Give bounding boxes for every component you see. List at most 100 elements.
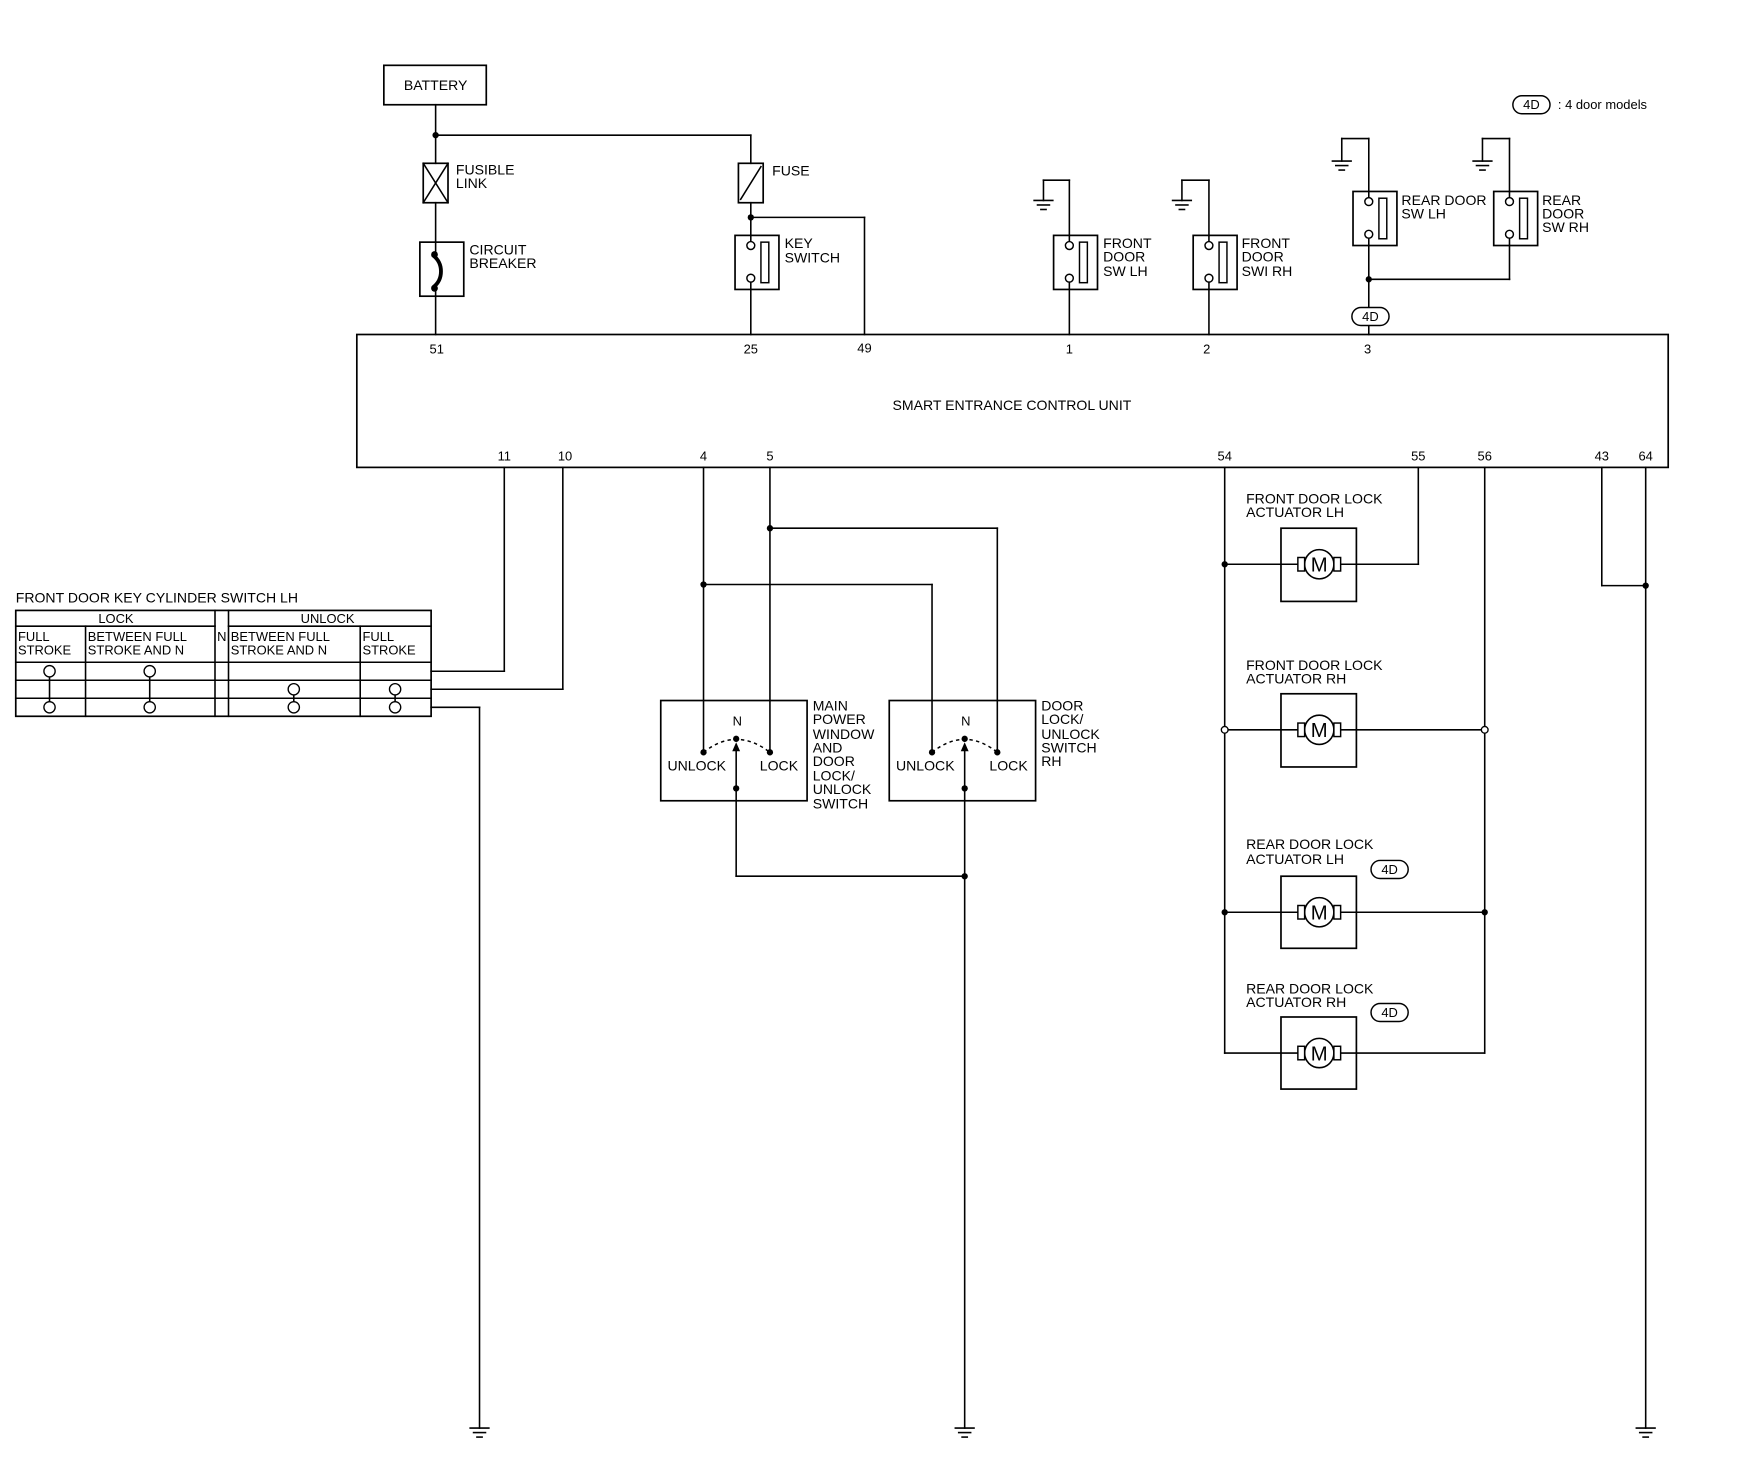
rh-switch-box [888,699,1037,802]
rh-switch-lock: LOCK [989,757,1028,773]
pin-label: 56 [1478,449,1492,464]
fusible-link-cross [422,162,450,204]
rear-door-sw-lh-label: REAR DOOR [1401,192,1486,208]
main-switch-arrow-icon [732,742,741,752]
rear-door-sw-rh-label: DOOR [1542,205,1584,221]
fusible-link-label: LINK [456,175,488,191]
switch-contact [994,749,1001,756]
junction-dot [1221,909,1228,916]
main-switch-lock: LOCK [760,757,799,773]
rear-door-sw-rh-label: SW RH [1542,219,1589,235]
rh-switch-label: UNLOCK [1041,726,1100,742]
contact-circle [287,700,301,714]
junction-open-dot [1480,725,1489,734]
pin-label: 55 [1411,449,1425,464]
ground-icon [953,1427,976,1438]
rear-rh-actuator-label: REAR DOOR LOCK [1246,980,1374,996]
main-switch-unlock: UNLOCK [667,757,726,773]
front-door-sw-rh-symbol [1192,234,1238,291]
circuit-breaker-terminal [431,251,438,258]
front-rh-actuator-label: ACTUATOR RH [1246,671,1346,687]
pin-label: 3 [1364,342,1371,357]
pin-label: 51 [430,342,444,357]
pin-label: 4 [700,449,707,464]
rear-rh-actuator-label: ACTUATOR RH [1246,994,1346,1010]
front-door-sw-rh-label: FRONT [1242,235,1291,251]
motor-label: M [1311,903,1328,925]
column-header: FULL [18,629,50,644]
front-door-sw-lh-label: SW LH [1103,263,1148,279]
circuit-breaker-label: BREAKER [469,255,536,271]
junction-dot [1481,909,1488,916]
rear-rh-4d-badge [1370,1002,1409,1023]
rear-rh-4d-badge-text: 4D [1381,1005,1398,1020]
column-header: STROKE [362,642,416,657]
column-header: STROKE AND N [231,642,327,657]
fusible-link-label: FUSIBLE [456,162,515,178]
ground-icon [1634,1427,1657,1438]
motor-label: M [1311,555,1328,577]
front-door-sw-rh-label: DOOR [1242,248,1284,264]
rh-switch-label: DOOR [1041,698,1083,714]
rh-switch-label: SWITCH [1041,739,1096,755]
circuit-breaker-element [431,253,443,290]
front-door-sw-lh-label: DOOR [1103,248,1145,264]
legend-4d-badge-text: 4D [1523,97,1540,112]
pin-label: 11 [498,449,511,464]
switch-contact [961,735,968,742]
rh-switch-label: RH [1041,753,1061,769]
switch-contact [928,749,936,756]
neutral-header: N [217,629,226,644]
column-header: BETWEEN FULL [88,629,187,644]
circuit-breaker-terminal [431,284,438,292]
front-rh-actuator-label: FRONT DOOR LOCK [1246,657,1383,673]
legend-4d-badge [1512,94,1551,115]
rear-door-sw-rh-label: REAR [1542,192,1581,208]
pin-label: 1 [1066,342,1073,357]
pin-label: 49 [857,341,871,356]
rear-door-4d-badge-text: 4D [1362,309,1379,324]
column-header: FULL [362,629,394,644]
main-switch-label: AND [813,739,843,755]
contact-circle [143,700,157,714]
switch-contact [733,735,740,742]
pin-label: 54 [1218,449,1232,464]
motor-label: M [1311,1043,1328,1065]
front-lh-actuator-label: ACTUATOR LH [1246,504,1344,520]
rear-lh-actuator-label: ACTUATOR LH [1246,851,1344,867]
main-switch-label: WINDOW [813,726,875,742]
rear-lh-4d-badge-text: 4D [1381,862,1398,877]
circuit-breaker-label: CIRCUIT [469,242,526,258]
pin-label: 2 [1203,342,1210,357]
legend-description: : 4 door models [1558,97,1647,112]
junction-dot [1221,561,1228,568]
column-header: STROKE [18,642,72,657]
contact-circle [43,700,56,714]
main-switch-label: POWER [813,711,866,727]
front-door-sw-lh-label: FRONT [1103,235,1152,251]
contact-circle [143,664,157,678]
ground-icon [1471,160,1494,171]
front-door-sw-lh-symbol [1052,234,1099,291]
main-switch-label: MAIN [813,698,848,714]
pin-label: 64 [1638,449,1652,464]
ground-icon [1330,160,1353,171]
pin-label: 43 [1595,449,1609,464]
main-switch-label: DOOR [813,753,855,769]
key-cylinder-table [14,609,432,718]
rh-switch-label: LOCK/ [1041,711,1083,727]
front-lh-actuator-label: FRONT DOOR LOCK [1246,490,1383,506]
control-unit-title: SMART ENTRANCE CONTROL UNIT [893,397,1132,413]
column-header: STROKE AND N [88,642,184,657]
switch-contact [700,749,707,756]
key-switch-symbol [734,234,780,291]
key-cylinder-switch-title: FRONT DOOR KEY CYLINDER SWITCH LH [16,590,298,606]
smart-entrance-control-unit [355,333,1670,469]
pin-label: 10 [558,449,572,464]
pin-label: 25 [744,342,758,357]
front-door-sw-rh-label: SWI RH [1242,263,1293,279]
junction-open-dot [1220,725,1229,734]
rear-lh-actuator-label: REAR DOOR LOCK [1246,836,1374,852]
fuse-label: FUSE [772,163,810,179]
